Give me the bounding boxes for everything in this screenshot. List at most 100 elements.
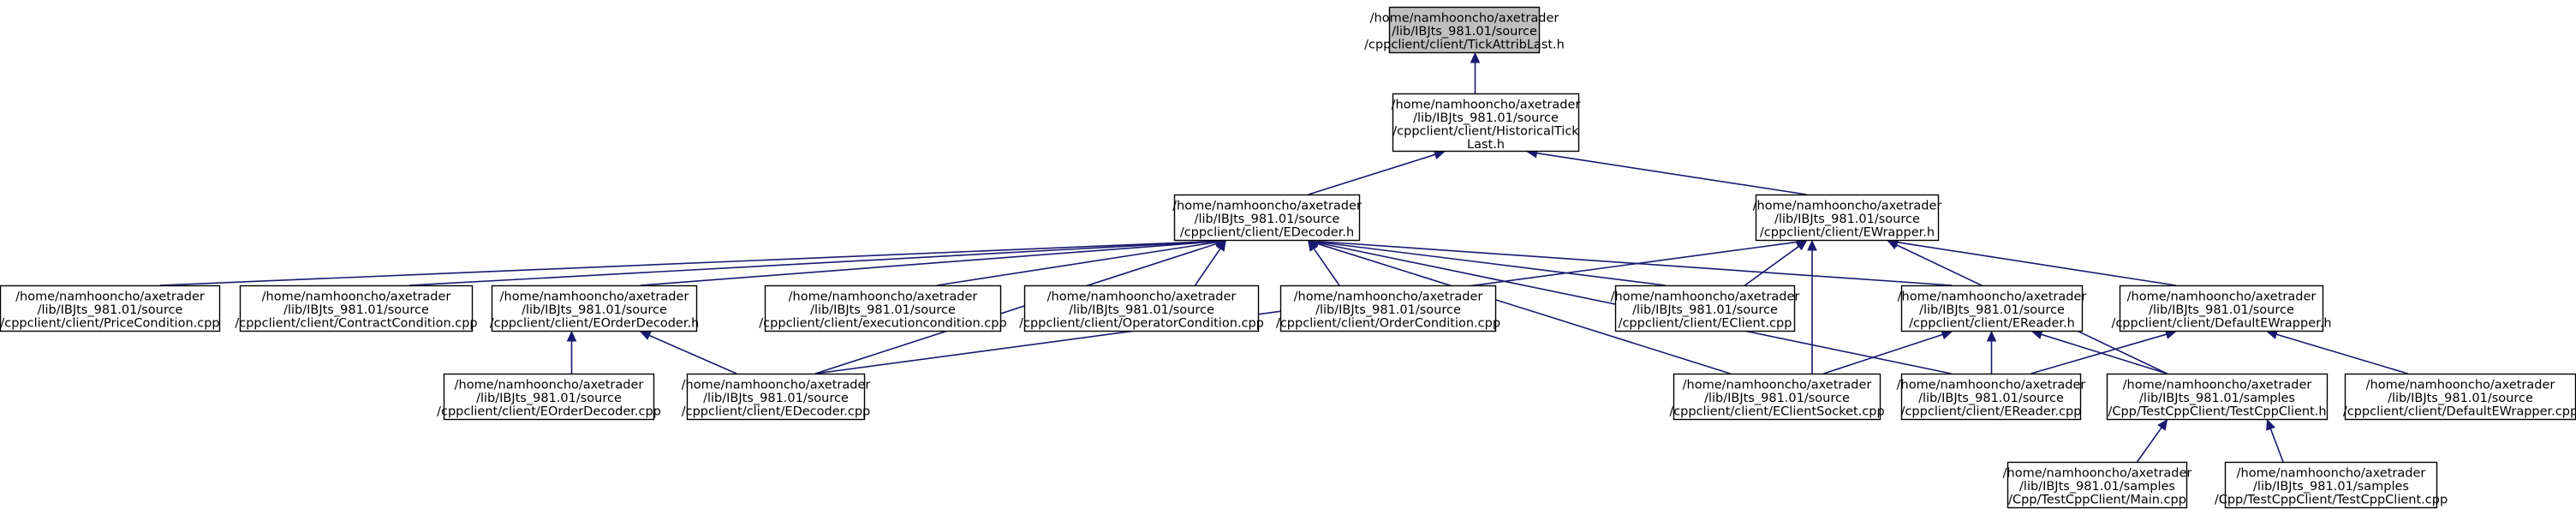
graph-node-n0: /home/namhooncho/axetrader/lib/IBJts_981… bbox=[1364, 6, 1565, 54]
node-label-line: /Cpp/TestCppClient/TestCppClient.h bbox=[2108, 405, 2326, 419]
node-label-line: /home/namhooncho/axetrader bbox=[2123, 379, 2312, 392]
node-label-line: /home/namhooncho/axetrader bbox=[455, 379, 644, 392]
node-label-line: /lib/IBJts_981.01/samples bbox=[2253, 480, 2409, 494]
node-label-line: /cppclient/client/EReader.cpp bbox=[1901, 405, 2082, 419]
node-label-line: /home/namhooncho/axetrader bbox=[1683, 379, 1872, 392]
edge-n8-to-n2 bbox=[1194, 240, 1226, 286]
graph-node-n5[interactable]: /home/namhooncho/axetrader/lib/IBJts_981… bbox=[235, 284, 478, 332]
node-box bbox=[1900, 284, 2084, 332]
node-box bbox=[1614, 284, 1796, 332]
node-label-line: /cppclient/client/DefaultEWrapper.cpp bbox=[2343, 405, 2576, 419]
node-label-line: /home/namhooncho/axetrader bbox=[1897, 379, 2086, 392]
arrowhead-icon bbox=[2157, 419, 2168, 431]
node-box bbox=[443, 373, 655, 421]
node-label-line: /lib/IBJts_981.01/source bbox=[1195, 213, 1340, 226]
edge-line bbox=[1536, 152, 1807, 195]
node-label-line: /cppclient/client/TickAttribLast.h bbox=[1364, 39, 1565, 52]
graph-node-n20[interactable]: /home/namhooncho/axetrader/lib/IBJts_981… bbox=[2215, 461, 2448, 509]
edge-n9-to-n2 bbox=[1308, 240, 1340, 286]
edge-line bbox=[936, 241, 1217, 286]
node-label-line: /cppclient/client/ContractCondition.cpp bbox=[235, 317, 477, 331]
node-label-line: /lib/IBJts_981.01/source bbox=[38, 303, 183, 317]
arrowhead-icon bbox=[1887, 240, 1899, 250]
graph-node-n13[interactable]: /home/namhooncho/axetrader/lib/IBJts_981… bbox=[437, 373, 661, 421]
node-label-line: /cppclient/client/EDecoder.cpp bbox=[682, 405, 871, 419]
node-label-line: /lib/IBJts_981.01/source bbox=[1392, 25, 1537, 39]
node-label-line: /home/namhooncho/axetrader bbox=[1047, 290, 1237, 304]
edge-line bbox=[1317, 243, 1731, 374]
node-label-line: /Cpp/TestCppClient/TestCppClient.cpp bbox=[2215, 494, 2448, 507]
graph-node-n17[interactable]: /home/namhooncho/axetrader/lib/IBJts_981… bbox=[2106, 373, 2329, 421]
edge-line bbox=[408, 240, 1217, 286]
graph-node-n18[interactable]: /home/namhooncho/axetrader/lib/IBJts_981… bbox=[2343, 373, 2576, 421]
edge-n2-to-n1 bbox=[1308, 149, 1446, 195]
arrowhead-icon bbox=[2266, 418, 2275, 431]
arrowhead-icon bbox=[1986, 330, 1997, 342]
graph-node-n14[interactable]: /home/namhooncho/axetrader/lib/IBJts_981… bbox=[682, 373, 871, 421]
edge-line bbox=[814, 243, 1218, 374]
node-label-line: /lib/IBJts_981.01/source bbox=[1413, 111, 1559, 125]
edge-line bbox=[1897, 241, 2176, 286]
graph-node-n6[interactable]: /home/namhooncho/axetrader/lib/IBJts_981… bbox=[490, 284, 700, 332]
graph-node-n4[interactable]: /home/namhooncho/axetrader/lib/IBJts_981… bbox=[0, 284, 221, 332]
node-label-line: Last.h bbox=[1467, 138, 1505, 152]
node-label-line: /lib/IBJts_981.01/samples bbox=[2019, 480, 2175, 494]
node-label-line: /cppclient/client/EWrapper.h bbox=[1760, 226, 1935, 240]
node-box bbox=[491, 284, 698, 332]
edge-line bbox=[648, 334, 737, 374]
edge-n3-to-n1 bbox=[1526, 148, 1807, 195]
node-label-line: /home/namhooncho/axetrader bbox=[1611, 290, 1800, 304]
graph-node-n15[interactable]: /home/namhooncho/axetrader/lib/IBJts_981… bbox=[1669, 373, 1885, 421]
edge-n5-to-n2 bbox=[408, 236, 1227, 286]
node-label-line: /home/namhooncho/axetrader bbox=[1294, 290, 1483, 304]
node-label-line: /cppclient/client/OrderCondition.cpp bbox=[1276, 317, 1500, 331]
node-box bbox=[1900, 373, 2082, 421]
edge-n18-to-n12 bbox=[2266, 329, 2408, 374]
edge-n20-to-n17 bbox=[2266, 418, 2284, 463]
node-label-line: /lib/IBJts_981.01/source bbox=[2149, 303, 2294, 317]
node-label-line: /cppclient/client/HistoricalTick bbox=[1392, 125, 1579, 139]
node-box bbox=[764, 284, 1002, 332]
graph-node-n2[interactable]: /home/namhooncho/axetrader/lib/IBJts_981… bbox=[1172, 194, 1362, 242]
graph-node-n16[interactable]: /home/namhooncho/axetrader/lib/IBJts_981… bbox=[1897, 373, 2086, 421]
edge-line bbox=[2136, 427, 2162, 463]
arrowhead-icon bbox=[1807, 239, 1817, 251]
node-box bbox=[686, 373, 866, 421]
node-label-line: /lib/IBJts_981.01/source bbox=[1774, 213, 1920, 226]
node-label-line: /home/namhooncho/axetrader bbox=[2237, 467, 2426, 481]
node-label-line: /home/namhooncho/axetrader bbox=[1370, 12, 1559, 26]
node-label-line: /lib/IBJts_981.01/source bbox=[476, 392, 622, 405]
node-box bbox=[1673, 373, 1881, 421]
graph-node-n10[interactable]: /home/namhooncho/axetrader/lib/IBJts_981… bbox=[1611, 284, 1800, 332]
graph-node-n19[interactable]: /home/namhooncho/axetrader/lib/IBJts_981… bbox=[2003, 461, 2192, 509]
node-label-line: /lib/IBJts_981.01/source bbox=[283, 303, 429, 317]
node-label-line: /lib/IBJts_981.01/source bbox=[522, 303, 667, 317]
node-box bbox=[2344, 373, 2576, 421]
node-box bbox=[2106, 373, 2329, 421]
node-box bbox=[1392, 93, 1580, 153]
node-label-line: /lib/IBJts_981.01/source bbox=[703, 392, 849, 405]
node-box bbox=[239, 284, 474, 332]
node-label-line: /lib/IBJts_981.01/source bbox=[1919, 303, 2065, 317]
graph-node-n7[interactable]: /home/namhooncho/axetrader/lib/IBJts_981… bbox=[759, 284, 1007, 332]
node-label-line: /cppclient/client/EReader.h bbox=[1909, 317, 2075, 331]
node-label-line: /cppclient/client/executioncondition.cpp bbox=[759, 317, 1006, 331]
arrowhead-icon bbox=[566, 330, 577, 342]
graph-node-n12[interactable]: /home/namhooncho/axetrader/lib/IBJts_981… bbox=[2111, 284, 2332, 332]
edge-line bbox=[1823, 333, 1943, 374]
graph-node-n11[interactable]: /home/namhooncho/axetrader/lib/IBJts_981… bbox=[1898, 284, 2087, 332]
node-label-line: /home/namhooncho/axetrader bbox=[262, 290, 451, 304]
edge-line bbox=[1194, 248, 1221, 286]
node-label-line: /home/namhooncho/axetrader bbox=[1392, 99, 1581, 112]
graph-node-n1[interactable]: /home/namhooncho/axetrader/lib/IBJts_981… bbox=[1392, 93, 1581, 153]
graph-node-n3[interactable]: /home/namhooncho/axetrader/lib/IBJts_981… bbox=[1753, 194, 1942, 242]
node-label-line: /cppclient/client/EDecoder.h bbox=[1180, 226, 1354, 240]
node-label-line: /lib/IBJts_981.01/source bbox=[810, 303, 956, 317]
node-label-line: /lib/IBJts_981.01/source bbox=[1069, 303, 1214, 317]
node-label-line: /home/namhooncho/axetrader bbox=[789, 290, 978, 304]
node-box bbox=[1279, 284, 1497, 332]
edge-line bbox=[1744, 245, 1800, 286]
node-label-line: /lib/IBJts_981.01/source bbox=[1704, 392, 1850, 405]
graph-node-n8[interactable]: /home/namhooncho/axetrader/lib/IBJts_981… bbox=[1019, 284, 1264, 332]
graph-node-n9[interactable]: /home/namhooncho/axetrader/lib/IBJts_981… bbox=[1276, 284, 1500, 332]
